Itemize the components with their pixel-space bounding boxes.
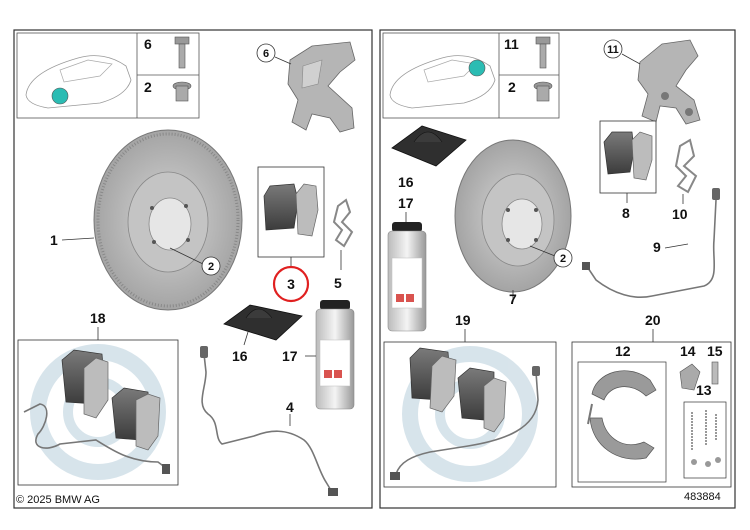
car-locator-thumbnail-rear bbox=[382, 32, 560, 119]
callout-6-bolt: 6 bbox=[144, 36, 152, 52]
callout-label: 2 bbox=[508, 79, 516, 95]
callout-label: 11 bbox=[504, 36, 519, 52]
callout-label: 11 bbox=[607, 44, 619, 56]
callout-label: 14 bbox=[680, 343, 696, 359]
small-bolt-icon bbox=[172, 81, 192, 102]
assembly-paste-sachet-part: 16 bbox=[223, 304, 303, 364]
parking-brake-shoe-kit-part: 20 12 14 15 13 bbox=[571, 312, 732, 488]
callout-label: 18 bbox=[90, 310, 106, 326]
adjuster-part bbox=[679, 363, 701, 391]
callout-label: 4 bbox=[286, 399, 294, 415]
rear-small-bolt-icon bbox=[533, 81, 553, 102]
callout-label: 7 bbox=[509, 291, 517, 307]
callout-label: 13 bbox=[696, 382, 712, 398]
caliper-bolt-icon bbox=[174, 36, 190, 69]
rear-pad-kit-part: 19 bbox=[383, 312, 557, 488]
callout-1: 1 bbox=[50, 232, 95, 248]
callout-label: 17 bbox=[398, 195, 414, 211]
diagram-id-label: 483884 bbox=[684, 491, 721, 503]
rear-brake-pad-set-part: 8 bbox=[599, 120, 657, 221]
front-panel-frame bbox=[13, 29, 373, 509]
callout-label: 2 bbox=[560, 253, 566, 265]
callout-label: 3 bbox=[287, 276, 295, 292]
car-locator-thumbnail bbox=[16, 32, 200, 119]
callout-2-rear-disc-bolt: 2 bbox=[529, 245, 573, 268]
callout-label: 16 bbox=[398, 174, 414, 190]
highlight-ring bbox=[272, 265, 310, 303]
rear-axle-panel: 11 2 11 16 17 bbox=[379, 29, 736, 509]
caliper-carrier-part bbox=[287, 41, 356, 133]
rear-panel-frame bbox=[379, 29, 736, 509]
callout-label: 15 bbox=[707, 343, 723, 359]
callout-label: 6 bbox=[144, 36, 152, 52]
rear-caliper-carrier-part bbox=[637, 39, 701, 125]
front-axle-marker-dot bbox=[51, 87, 69, 105]
callout-6-circle: 6 bbox=[256, 43, 292, 65]
callout-11-circle: 11 bbox=[603, 39, 641, 65]
rear-wear-sensor-part: 9 bbox=[582, 188, 720, 298]
front-brake-pad-set-part bbox=[257, 166, 325, 258]
callout-label: 17 bbox=[282, 348, 298, 364]
front-pad-kit-part: 18 bbox=[17, 310, 179, 486]
callout-label: 6 bbox=[263, 48, 269, 60]
callout-label: 19 bbox=[455, 312, 471, 328]
callout-label: 9 bbox=[653, 239, 661, 255]
front-axle-panel: 6 2 6 bbox=[13, 29, 373, 509]
callout-label: 10 bbox=[672, 206, 688, 222]
rear-assembly-paste-sachet-part: 16 bbox=[391, 125, 467, 190]
rear-caliper-bolt-icon bbox=[535, 36, 551, 69]
rear-axle-marker-dot bbox=[468, 59, 486, 77]
callout-label: 5 bbox=[334, 275, 342, 291]
callout-label: 2 bbox=[208, 261, 214, 273]
rear-brake-disc-part: 7 bbox=[454, 139, 572, 307]
callout-label: 8 bbox=[622, 205, 630, 221]
front-brake-disc-part bbox=[93, 129, 243, 311]
front-wear-sensor-part: 4 bbox=[200, 346, 338, 496]
copyright-notice: © 2025 BMW AG bbox=[16, 494, 100, 506]
pin-part bbox=[711, 361, 719, 385]
callout-2-disc-bolt: 2 bbox=[169, 247, 221, 276]
callout-label: 16 bbox=[232, 348, 248, 364]
rear-brake-spray-can-part: 17 bbox=[387, 195, 427, 332]
pad-spring-part: 5 bbox=[332, 198, 354, 291]
callout-label: 20 bbox=[645, 312, 661, 328]
brake-spray-can-part: 17 bbox=[282, 300, 355, 410]
callout-label: 2 bbox=[144, 79, 152, 95]
rear-pad-spring-part: 10 bbox=[672, 138, 698, 222]
callout-3-highlight: 3 bbox=[272, 257, 310, 303]
callout-label: 1 bbox=[50, 232, 58, 248]
callout-label: 12 bbox=[615, 343, 631, 359]
